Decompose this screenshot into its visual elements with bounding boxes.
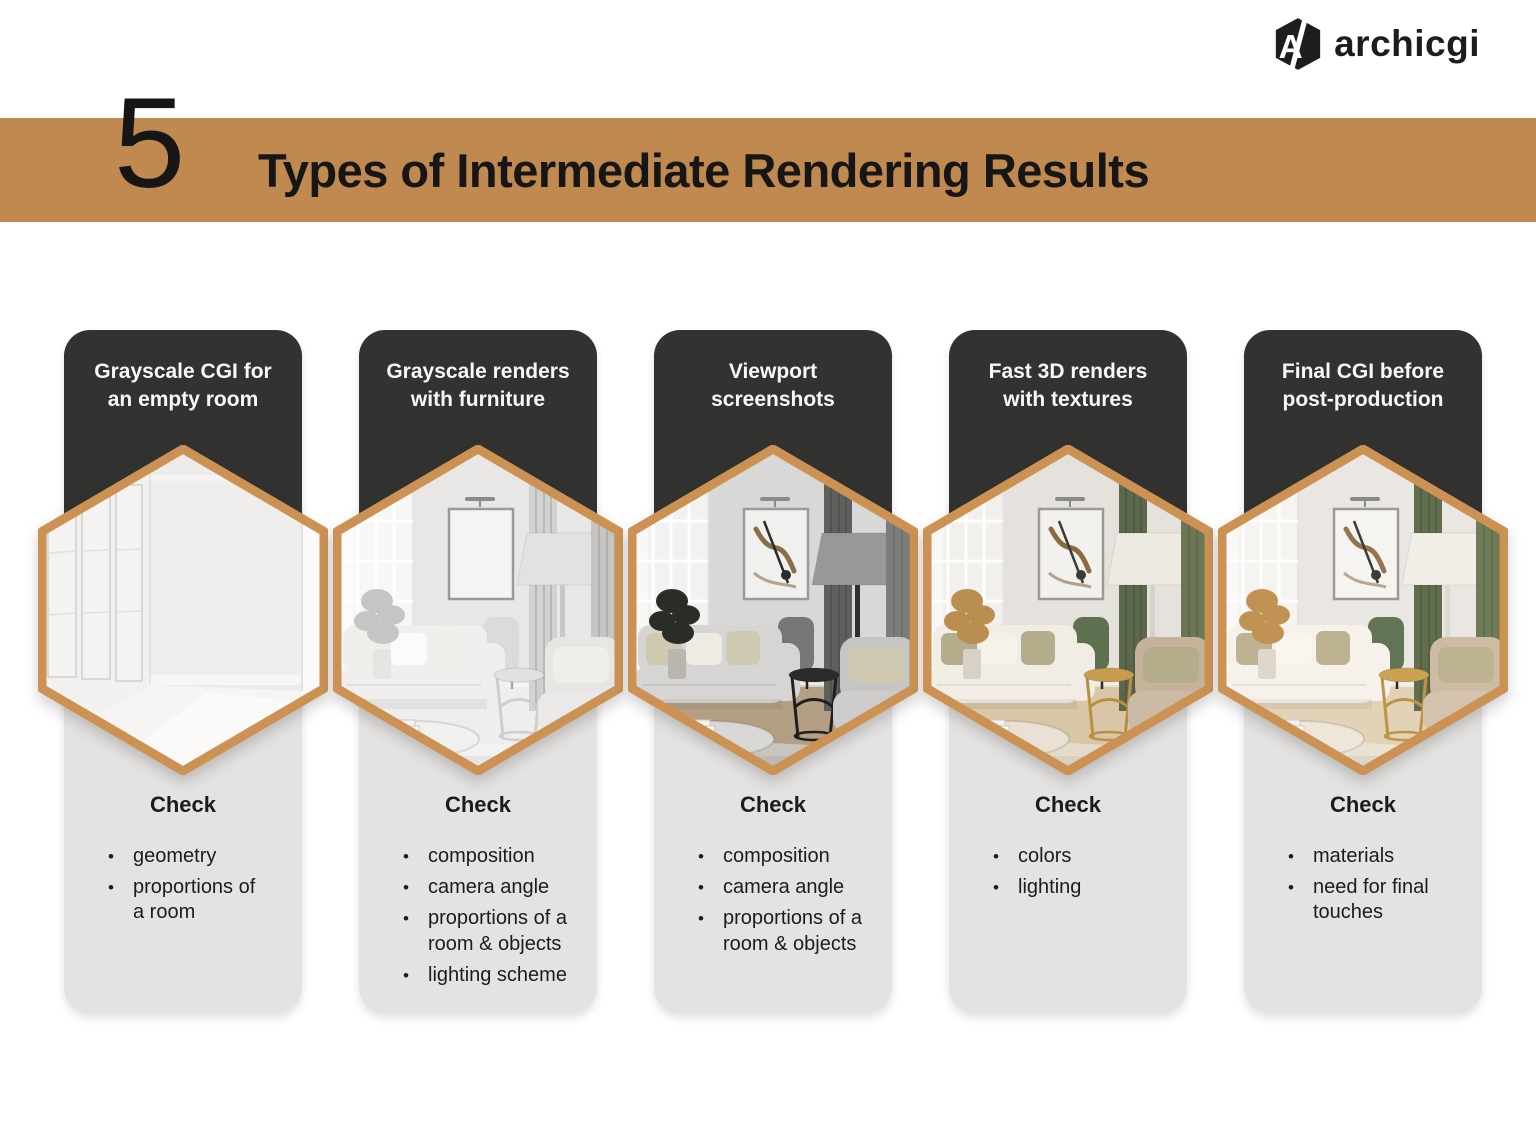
check-list: • materials • need for final touches — [1244, 844, 1482, 926]
column-title: Grayscale renders with furniture — [386, 360, 570, 411]
bullet-dot-icon: • — [403, 909, 409, 929]
bullet-dot-icon: • — [993, 878, 999, 898]
check-item: • proportions of a room & objects — [698, 906, 884, 956]
render-image-fast-textured — [923, 445, 1213, 775]
column-title: Viewport screenshots — [711, 360, 835, 411]
check-item-text: lighting — [1018, 876, 1082, 899]
column-body-card: Check • geometry • proportions of a room — [64, 680, 302, 1013]
check-item: • composition — [403, 844, 589, 869]
check-item-text: materials — [1313, 845, 1395, 867]
check-heading: Check — [1034, 792, 1102, 817]
check-item-text: geometry — [133, 845, 217, 867]
bullet-dot-icon: • — [108, 878, 114, 898]
bullet-dot-icon: • — [698, 847, 704, 866]
column-body-card: Check • composition • camera angle • propor… — [359, 680, 597, 1013]
bullet-dot-icon: • — [698, 878, 704, 898]
check-item: • need for final touches — [1288, 875, 1474, 925]
bullet-dot-icon: • — [1288, 878, 1294, 898]
render-image-viewport-screenshot — [628, 445, 918, 775]
check-heading: Check — [444, 792, 512, 817]
bullet-dot-icon: • — [108, 847, 114, 866]
check-item-text: proportions of a room & objects — [428, 907, 567, 955]
title-number: 5 — [114, 72, 186, 215]
check-item: • geometry — [108, 844, 294, 869]
check-list: • colors • lighting — [949, 844, 1187, 900]
render-image-grayscale-furniture — [333, 445, 623, 775]
check-heading: Check — [149, 792, 217, 817]
logo-text: archicgi — [1334, 23, 1480, 64]
check-item: • colors — [993, 844, 1179, 869]
check-item-text: lighting scheme — [428, 963, 567, 986]
check-item-text: camera angle — [428, 876, 550, 899]
check-item-text: proportions of a room & objects — [723, 907, 862, 955]
check-item: • camera angle — [698, 875, 884, 900]
column-viewport-screenshots: Viewport screenshots Check • composition … — [628, 0, 918, 1121]
check-item-text: composition — [723, 845, 830, 867]
bullet-dot-icon: • — [403, 878, 409, 898]
check-item: • proportions of a room & objects — [403, 906, 589, 956]
check-heading: Check — [1329, 792, 1397, 817]
bullet-dot-icon: • — [403, 965, 409, 985]
svg-text:A: A — [1279, 29, 1303, 66]
bullet-dot-icon: • — [698, 909, 704, 929]
check-item: • composition — [698, 844, 884, 869]
archicgi-logo: A archicgi — [1274, 16, 1480, 72]
check-item: • proportions of a room — [108, 875, 294, 925]
archicgi-hexagon-icon: A — [1275, 18, 1321, 70]
column-body-card: Check • materials • need for final touches — [1244, 680, 1482, 1013]
check-heading: Check — [739, 792, 807, 817]
check-item: • lighting — [993, 875, 1179, 900]
render-image-grayscale-empty-room — [38, 445, 328, 775]
page-title: Types of Intermediate Rendering Results — [258, 144, 1150, 197]
bullet-dot-icon: • — [403, 847, 409, 866]
check-item-text: need for final touches — [1313, 876, 1429, 924]
render-image-final-cgi — [1218, 445, 1508, 775]
column-title: Final CGI before post-production — [1281, 360, 1445, 411]
title-band — [0, 118, 1536, 222]
column-fast-3d-textures: Fast 3D renders with textures Check • col… — [923, 0, 1213, 1121]
check-list: • composition • camera angle • proportions … — [654, 844, 892, 957]
check-list: • composition • camera angle • proportions … — [359, 844, 597, 988]
check-item-text: colors — [1018, 845, 1072, 867]
check-item: • camera angle — [403, 875, 589, 900]
column-grayscale-furniture: Grayscale renders with furniture Check •… — [333, 0, 623, 1121]
check-item: • materials — [1288, 844, 1474, 869]
bullet-dot-icon: • — [1288, 847, 1294, 866]
column-title: Fast 3D renders with textures — [988, 360, 1148, 411]
check-item-text: composition — [428, 845, 535, 867]
check-item-text: camera angle — [723, 876, 845, 899]
column-grayscale-empty-room: Grayscale CGI for an empty room Check • g… — [38, 0, 328, 1121]
check-list: • geometry • proportions of a room — [64, 844, 302, 926]
column-title: Grayscale CGI for an empty room — [94, 360, 272, 411]
check-item: • lighting scheme — [403, 963, 589, 988]
check-item-text: proportions of a room — [133, 876, 256, 924]
column-final-cgi: Final CGI before post-production Check •… — [1218, 0, 1508, 1121]
bullet-dot-icon: • — [993, 847, 999, 866]
